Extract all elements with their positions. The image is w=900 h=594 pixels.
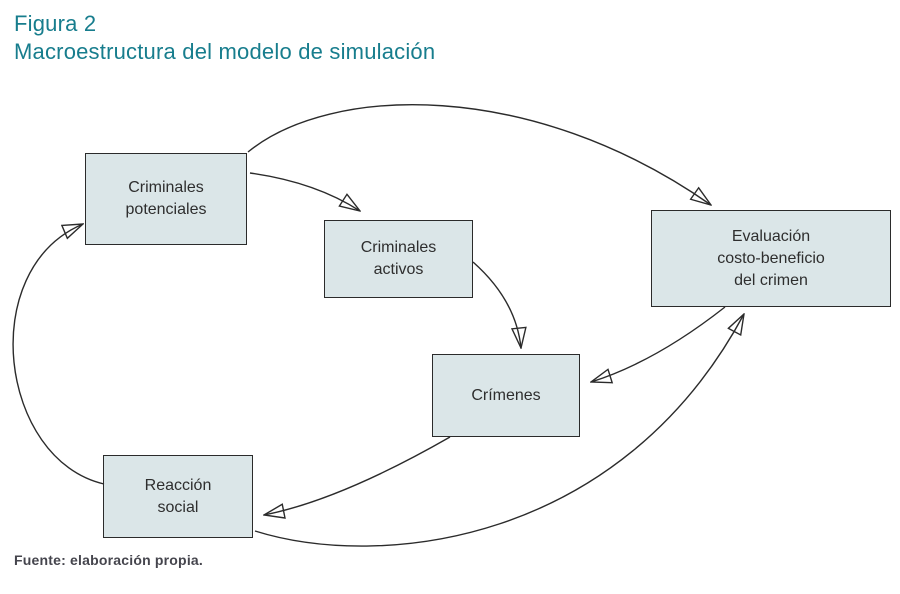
figure-title-block: Figura 2 Macroestructura del modelo de s… bbox=[14, 10, 435, 66]
node-criminales-activos: Criminales activos bbox=[324, 220, 473, 298]
figure-caption: Macroestructura del modelo de simulación bbox=[14, 39, 436, 64]
arrow-activos-to-crimenes bbox=[472, 261, 521, 348]
figure-number: Figura 2 bbox=[14, 11, 97, 36]
arrow-potenciales-to-evaluacion bbox=[247, 104, 711, 205]
arrow-potenciales-to-activos bbox=[249, 172, 360, 211]
source-note: Fuente: elaboración propia. bbox=[14, 552, 203, 568]
node-criminales-potenciales: Criminales potenciales bbox=[85, 153, 247, 245]
arrow-evaluacion-to-crimenes bbox=[591, 306, 726, 382]
node-evaluacion-costo-beneficio: Evaluación costo-beneficio del crimen bbox=[651, 210, 891, 307]
arrow-reaccion-to-potenciales bbox=[12, 224, 105, 485]
node-reaccion-social: Reacción social bbox=[103, 455, 253, 538]
arrow-crimenes-to-reaccion bbox=[264, 436, 451, 515]
node-crimenes: Crímenes bbox=[432, 354, 580, 437]
